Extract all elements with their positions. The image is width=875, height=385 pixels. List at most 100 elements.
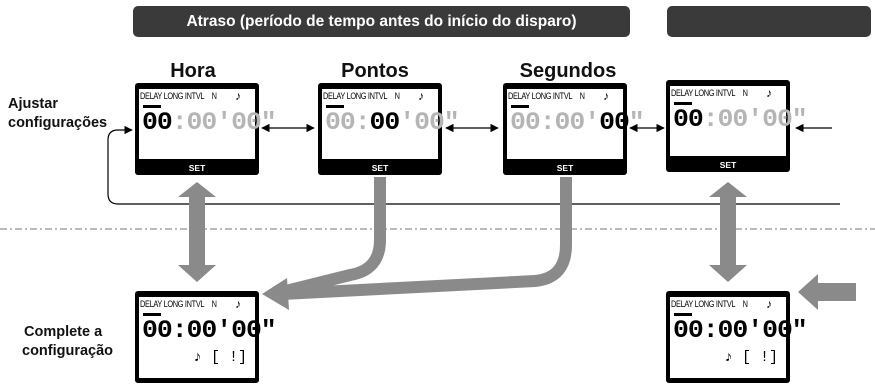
column-label-segundos: Segundos	[519, 60, 617, 82]
music-note-icon: ♪	[766, 86, 772, 100]
quote: "	[791, 316, 808, 345]
indicator-bar	[326, 105, 344, 108]
hours-digits: 00	[510, 108, 541, 137]
banner-delay-title: Atraso (período de tempo antes do início…	[133, 6, 630, 37]
lcd-header: DELAY LONG INTVL N	[140, 91, 217, 101]
lcd-bottom-indicator: ♪ [ !]	[193, 349, 248, 366]
lcd-mode-labels: DELAY LONG INTVL	[323, 91, 388, 101]
seconds-digits: 00	[231, 316, 262, 345]
music-note-icon: ♪	[235, 89, 241, 103]
apostrophe: '	[216, 108, 232, 137]
lcd-delay-overview: DELAY LONG INTVL N ♪ 00:00'00" SET	[666, 80, 808, 172]
lcd-n-label: N	[579, 91, 585, 101]
seconds-digits: 00	[231, 108, 262, 137]
lcd-mode-labels: DELAY LONG INTVL	[140, 91, 205, 101]
lcd-time: 00:00'00"	[673, 105, 808, 134]
hours-digits: 00	[142, 108, 173, 137]
indicator-bar	[143, 313, 161, 316]
curved-arrow-icon	[281, 177, 572, 300]
colon: :	[354, 108, 371, 137]
arrow-left-icon	[798, 274, 856, 310]
lcd-time: 00:00'00"	[325, 108, 460, 137]
apostrophe: '	[747, 316, 763, 345]
quote: "	[791, 105, 808, 134]
minutes-digits: 00	[186, 316, 218, 345]
indicator-bar	[143, 105, 161, 108]
apostrophe: '	[584, 108, 600, 137]
hours-digits: 00	[325, 108, 356, 137]
lcd-mode-labels: DELAY LONG INTVL	[671, 299, 736, 309]
lcd-header: DELAY LONG INTVL N	[323, 91, 400, 101]
lcd-header: DELAY LONG INTVL N	[671, 299, 748, 309]
indicator-bar	[674, 102, 692, 105]
lcd-n-label: N	[742, 299, 748, 309]
colon: :	[171, 108, 188, 137]
label-complete-line2: configuração	[22, 343, 114, 359]
hours-digits: 00	[142, 316, 173, 345]
indicator-bar	[511, 105, 529, 108]
label-adjust-settings: Ajustar configurações	[8, 95, 107, 133]
quote: "	[628, 108, 645, 137]
label-complete-line1: Complete a	[24, 324, 103, 340]
lcd-time: 00:00'00"	[510, 108, 645, 137]
minutes-digits: 00	[554, 108, 586, 137]
apostrophe: '	[747, 105, 763, 134]
label-adjust-line1: Ajustar	[8, 96, 58, 112]
music-note-icon: ♪	[603, 89, 609, 103]
colon: :	[702, 105, 719, 134]
lcd-mode-labels: DELAY LONG INTVL	[508, 91, 573, 101]
colon: :	[702, 316, 719, 345]
lcd-n-label: N	[742, 88, 748, 98]
seconds-digits: 00	[762, 316, 793, 345]
lcd-n-label: N	[211, 299, 217, 309]
lcd-bottom-indicator: ♪ [ !]	[724, 349, 779, 366]
hours-digits: 00	[673, 316, 704, 345]
double-arrow-icon	[178, 182, 216, 282]
colon: :	[539, 108, 556, 137]
lcd-time: 00:00'00"	[673, 316, 808, 345]
music-note-icon: ♪	[235, 297, 241, 311]
column-label-pontos: Pontos	[341, 60, 409, 82]
lcd-mode-labels: DELAY LONG INTVL	[671, 88, 736, 98]
column-label-hora: Hora	[170, 60, 216, 82]
music-note-icon: ♪	[418, 89, 424, 103]
indicator-bar	[674, 313, 692, 316]
lcd-time: 00:00'00"	[142, 108, 277, 137]
minutes-digits: 00	[717, 105, 749, 134]
minutes-digits: 00	[186, 108, 218, 137]
set-label: SET	[371, 163, 389, 173]
banner-secondary	[667, 6, 871, 37]
quote: "	[260, 316, 277, 345]
lcd-header: DELAY LONG INTVL N	[671, 88, 748, 98]
seconds-digits: 00	[762, 105, 793, 134]
lcd-n-label: N	[394, 91, 400, 101]
arrowhead-icon	[262, 278, 289, 310]
seconds-digits: 00	[414, 108, 445, 137]
label-adjust-line2: configurações	[8, 115, 108, 131]
lcd-header: DELAY LONG INTVL N	[508, 91, 585, 101]
minutes-digits: 00	[717, 316, 749, 345]
set-label: SET	[188, 163, 206, 173]
colon: :	[171, 316, 188, 345]
quote: "	[443, 108, 460, 137]
lcd-header: DELAY LONG INTVL N	[140, 299, 217, 309]
lcd-n-label: N	[211, 91, 217, 101]
apostrophe: '	[216, 316, 232, 345]
apostrophe: '	[399, 108, 415, 137]
set-label: SET	[719, 160, 737, 170]
music-note-icon: ♪	[766, 297, 772, 311]
loop-arrow-icon	[107, 125, 840, 205]
label-complete-setting: Complete a configuração	[22, 323, 113, 361]
minutes-digits: 00	[369, 108, 401, 137]
lcd-mode-labels: DELAY LONG INTVL	[140, 299, 205, 309]
curved-arrow-icon	[280, 177, 386, 298]
quote: "	[260, 108, 277, 137]
double-arrow-icon	[709, 182, 747, 282]
set-label: SET	[556, 163, 574, 173]
